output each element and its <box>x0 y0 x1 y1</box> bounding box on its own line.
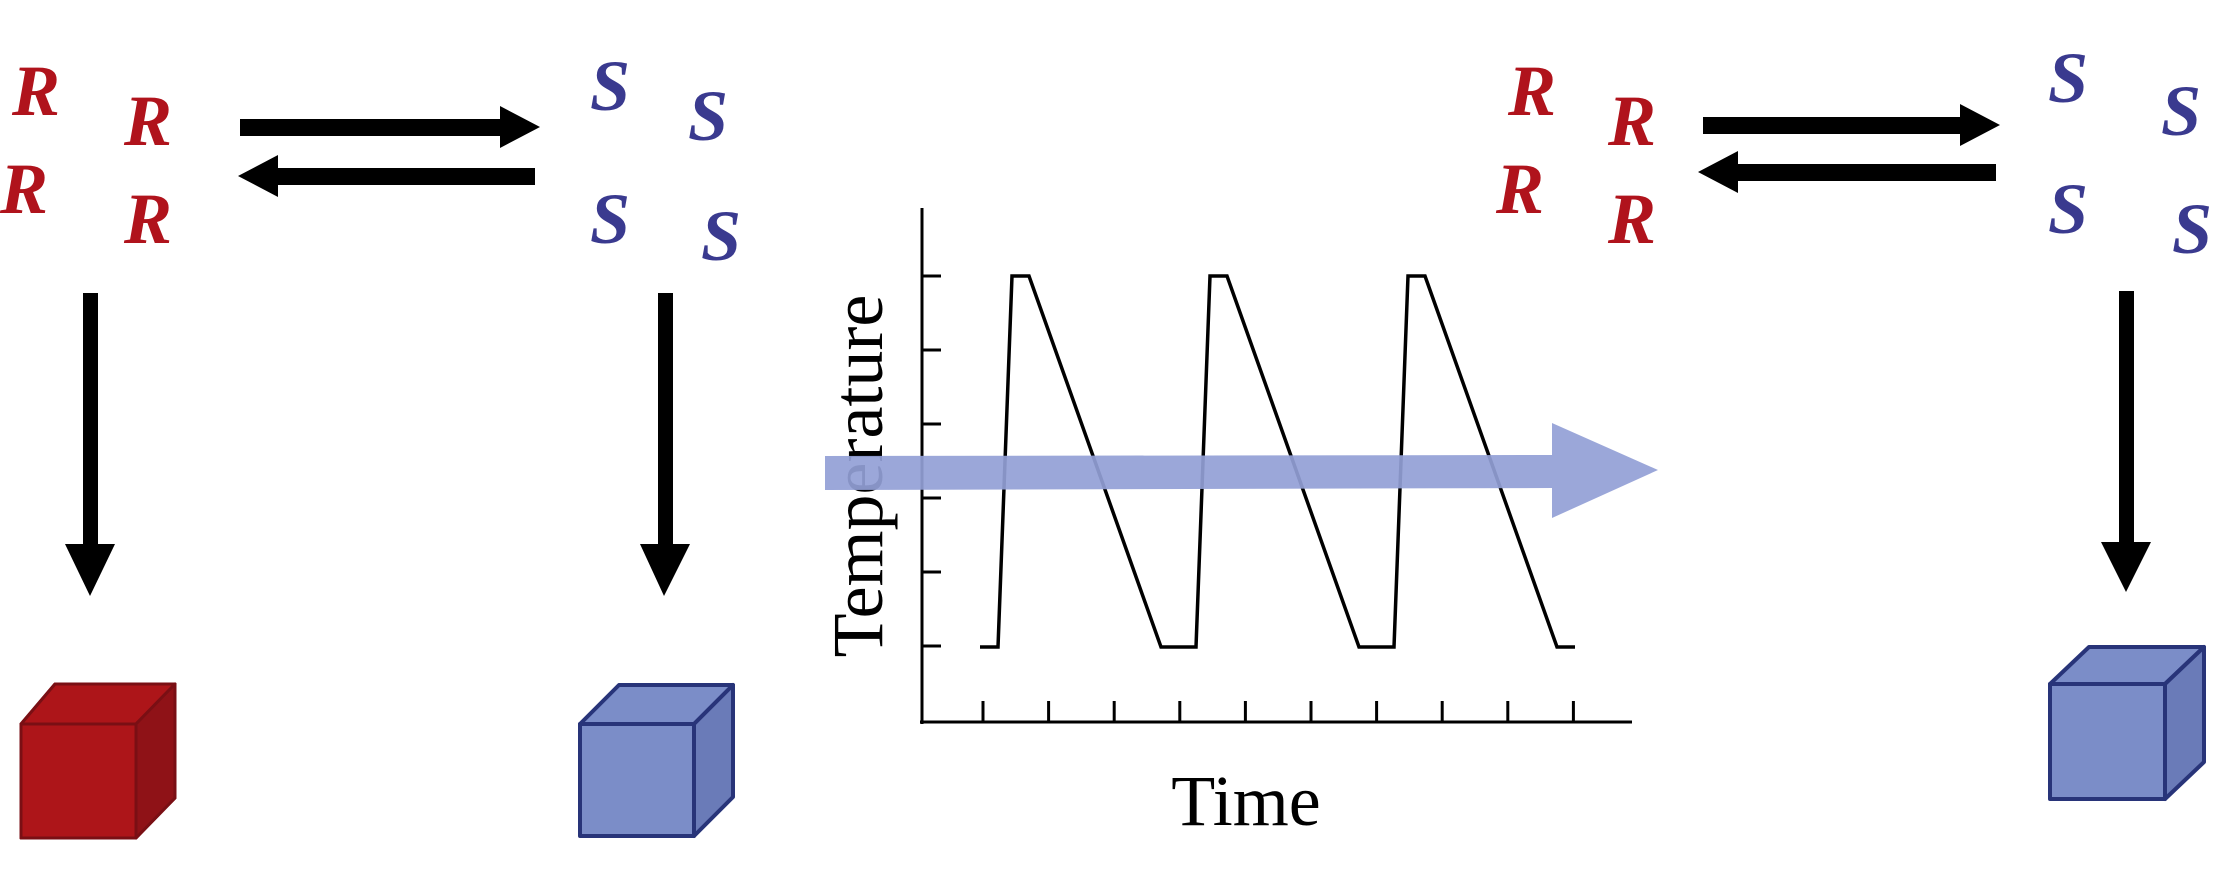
r-label: R <box>11 51 60 131</box>
blue-crystal-icon <box>578 683 735 838</box>
right-s-cluster: S S S S <box>2048 38 2212 269</box>
s-label: S <box>590 179 630 259</box>
x-axis <box>920 701 1632 724</box>
down-arrow-icon <box>65 293 115 596</box>
left-s-cluster: S S S S <box>590 46 741 276</box>
temperature-cycling-graph: Temperature Time <box>818 208 1632 841</box>
left-equilibrium-arrows-icon <box>238 106 540 197</box>
process-direction-arrow-icon <box>825 423 1658 518</box>
s-label: S <box>701 196 741 276</box>
r-label: R <box>0 149 48 229</box>
s-label: S <box>2048 38 2088 118</box>
down-arrow-icon <box>640 293 690 596</box>
blue-crystal-icon <box>2048 645 2206 801</box>
s-label: S <box>2161 71 2201 151</box>
r-label: R <box>1495 149 1544 229</box>
down-arrow-icon <box>2101 291 2151 592</box>
r-label: R <box>1607 179 1656 259</box>
s-label: S <box>2048 169 2088 249</box>
r-label: R <box>123 179 172 259</box>
s-label: S <box>590 46 630 126</box>
temperature-profile-line <box>980 274 1575 649</box>
right-r-cluster: R R R R <box>1495 51 1656 259</box>
r-label: R <box>1507 51 1556 131</box>
x-axis-label: Time <box>1171 761 1320 841</box>
s-label: S <box>2172 189 2212 269</box>
right-equilibrium-arrows-icon <box>1698 104 2000 193</box>
s-label: S <box>688 76 728 156</box>
r-label: R <box>1607 81 1656 161</box>
r-label: R <box>123 81 172 161</box>
red-crystal-icon <box>19 682 177 840</box>
left-r-cluster: R R R R <box>0 51 172 259</box>
